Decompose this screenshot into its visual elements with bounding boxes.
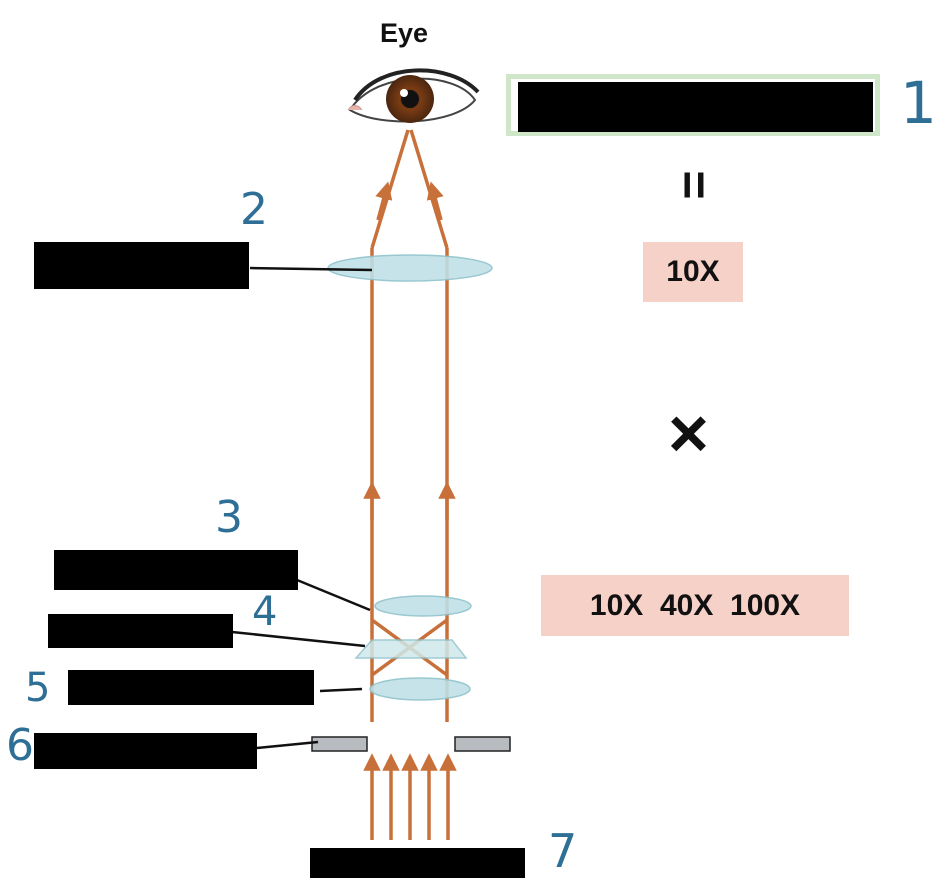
- redacted-objective-label: [54, 550, 298, 590]
- redacted-light-source-label: [310, 848, 525, 878]
- annotation-7: 7: [548, 824, 578, 878]
- annotation-2: 2: [240, 184, 268, 235]
- annotation-5: 5: [25, 665, 51, 711]
- diaphragm-left: [311, 736, 368, 752]
- eyepiece-magnification-box: 10X: [643, 242, 743, 302]
- objective-magnification-box: 10X 40X 100X: [541, 575, 849, 636]
- annotation-3: 3: [215, 492, 243, 543]
- diaphragm-right: [454, 736, 511, 752]
- annotation-6: 6: [6, 720, 34, 771]
- light-rays: [363, 129, 457, 840]
- specimen-slide: [354, 639, 468, 659]
- eye-icon: [347, 68, 480, 123]
- redacted-ocular-label: [34, 242, 249, 289]
- annotation-4: 4: [252, 589, 278, 635]
- redacted-total-magnification: [518, 82, 873, 132]
- condenser-lens: [369, 677, 471, 701]
- eye-title: Eye: [380, 18, 429, 48]
- redacted-condenser-label: [68, 670, 314, 705]
- redacted-slide-label: [48, 614, 233, 648]
- times-symbol: ×: [668, 394, 709, 472]
- ocular-lens: [327, 254, 493, 282]
- annotation-1: 1: [900, 69, 937, 137]
- leader-lines: [231, 266, 373, 750]
- equals-symbol: =: [666, 170, 723, 200]
- objective-lens: [374, 595, 472, 617]
- redacted-diaphragm-label: [34, 733, 257, 769]
